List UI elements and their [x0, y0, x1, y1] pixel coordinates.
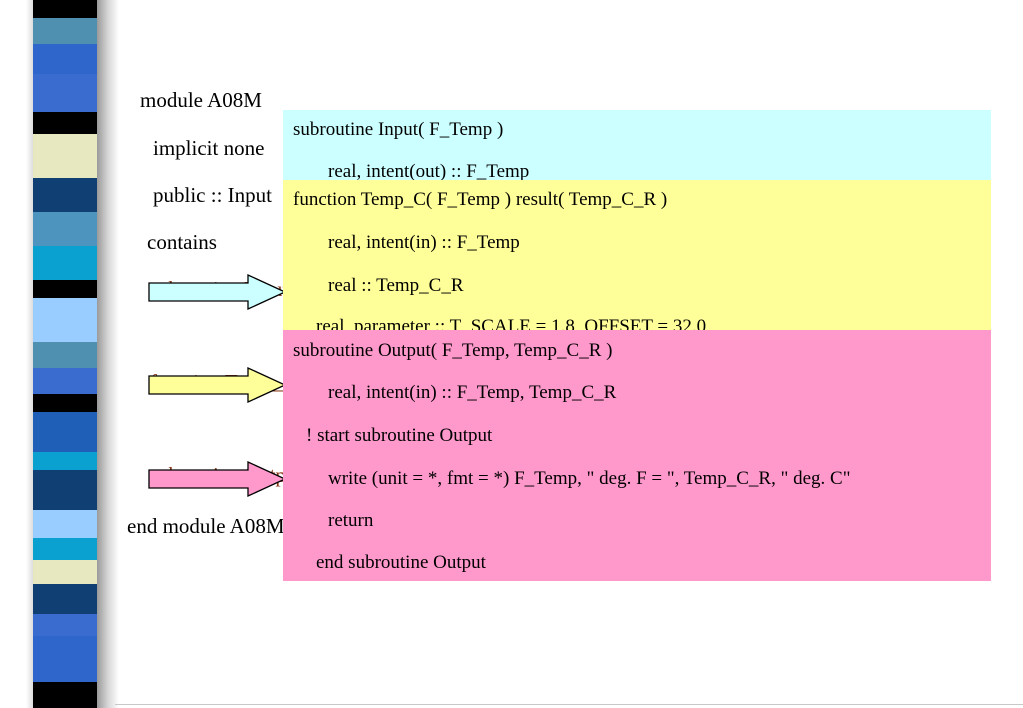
- left-shadow: [26, 0, 34, 708]
- input-line-1: subroutine Input( F_Temp ): [293, 119, 504, 140]
- output-line-1: subroutine Output( F_Temp, Temp_C_R ): [293, 340, 613, 361]
- temp-c-line-2: real, intent(in) :: F_Temp: [328, 232, 520, 253]
- input-arrow-icon: [148, 274, 287, 310]
- output-line-2: real, intent(in) :: F_Temp, Temp_C_R: [328, 382, 617, 403]
- input-line-2: real, intent(out) :: F_Temp: [328, 161, 530, 182]
- temp-c-line-1: function Temp_C( F_Temp ) result( Temp_C…: [293, 189, 668, 210]
- input-subroutine-panel: subroutine Input( F_Temp ) real, intent(…: [283, 110, 991, 182]
- public-line: public :: Input: [153, 183, 272, 207]
- end-module-line: end module A08M: [127, 514, 285, 538]
- temp-c-function-panel: function Temp_C( F_Temp ) result( Temp_C…: [283, 180, 991, 330]
- implicit-none-line: implicit none: [153, 136, 265, 160]
- output-line-3: ! start subroutine Output: [306, 425, 493, 446]
- output-line-5: return: [328, 510, 374, 531]
- stripe-shadow: [97, 0, 119, 708]
- temp-c-line-3: real :: Temp_C_R: [328, 275, 464, 296]
- output-line-6: end subroutine Output: [316, 552, 486, 573]
- temp-c-line-4: real, parameter :: T_SCALE = 1.8, OFFSET…: [316, 316, 707, 330]
- module-header: module A08M: [140, 88, 262, 112]
- output-arrow-icon: [148, 461, 287, 497]
- output-subroutine-panel: subroutine Output( F_Temp, Temp_C_R ) re…: [283, 330, 991, 581]
- temp-c-arrow-icon: [148, 367, 287, 403]
- decorative-stripe-bar: [33, 0, 97, 708]
- output-line-4: write (unit = *, fmt = *) F_Temp, " deg.…: [328, 468, 851, 489]
- footer-divider: [115, 704, 1023, 705]
- contains-line: contains: [147, 230, 217, 254]
